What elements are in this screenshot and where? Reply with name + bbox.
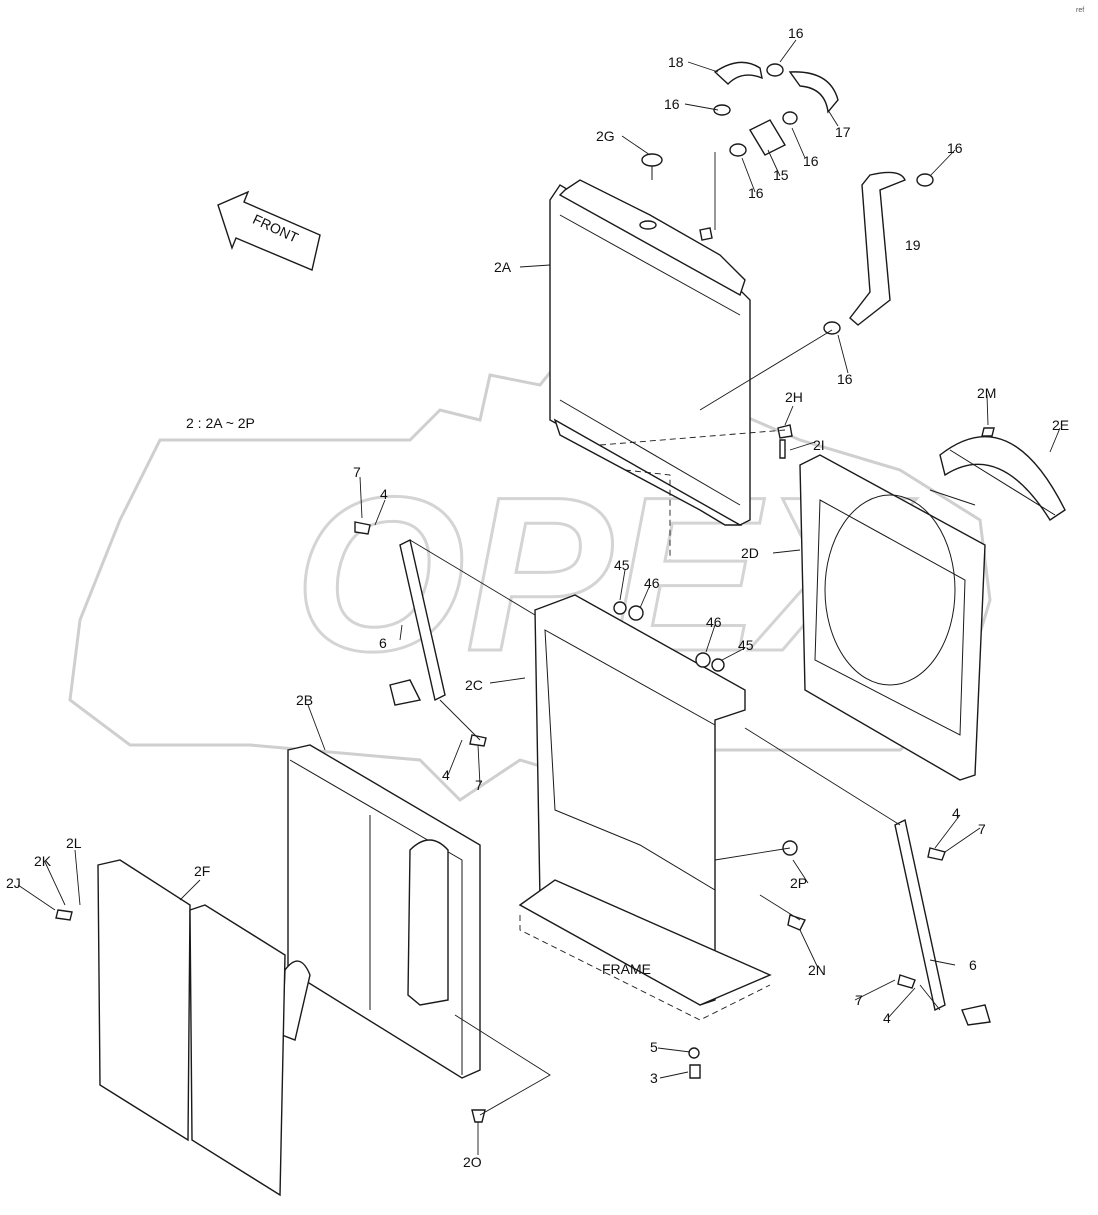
clamp-16c	[782, 111, 798, 125]
hose-18	[713, 61, 763, 85]
label-16c: 16	[803, 153, 819, 169]
bolt-7b	[469, 734, 487, 747]
nut-46b	[695, 652, 711, 668]
hose-17	[788, 71, 839, 114]
bolt-2J	[55, 909, 73, 921]
bolt-2N	[787, 914, 806, 931]
washer-5	[688, 1047, 700, 1059]
front-arrow: FRONT	[217, 190, 321, 271]
label-2O: 2O	[463, 1154, 482, 1170]
label-2K: 2K	[34, 853, 52, 869]
hoses	[713, 61, 934, 335]
label-7c: 7	[978, 821, 986, 837]
label-4d: 4	[883, 1010, 891, 1026]
oil-cooler-2B	[281, 744, 481, 1079]
label-16e: 16	[947, 140, 963, 156]
label-45a: 45	[614, 557, 630, 573]
label-2C: 2C	[465, 677, 483, 693]
label-4a: 4	[380, 486, 388, 502]
fan-shroud-2D	[799, 454, 986, 781]
clamp-16e	[916, 173, 934, 187]
washer-45a	[613, 601, 627, 615]
label-18: 18	[668, 54, 684, 70]
label-17: 17	[835, 124, 851, 140]
leader-lines	[17, 39, 1061, 1155]
clamp-16b	[713, 104, 731, 116]
bolt-7c	[927, 847, 946, 861]
stay-rods-6	[389, 538, 991, 1026]
hose-15	[749, 119, 786, 156]
label-2P: 2P	[790, 875, 807, 891]
label-16d: 16	[748, 185, 764, 201]
label-3: 3	[650, 1070, 658, 1086]
label-2B: 2B	[296, 692, 313, 708]
label-5: 5	[650, 1039, 658, 1055]
bolt-7a	[354, 521, 371, 535]
label-2N: 2N	[808, 962, 826, 978]
label-15: 15	[773, 167, 789, 183]
fasteners	[55, 424, 995, 1123]
support-frame-2C	[518, 594, 772, 1021]
radiator-cap-2G	[641, 153, 663, 180]
clamp-16a	[766, 63, 784, 77]
label-2A: 2A	[494, 259, 512, 275]
label-2I: 2I	[813, 437, 825, 453]
label-46b: 46	[706, 614, 722, 630]
nut-46a	[628, 605, 644, 621]
bolt-2M	[981, 427, 995, 437]
label-2J: 2J	[6, 875, 21, 891]
label-6b: 6	[969, 957, 977, 973]
label-16f: 16	[837, 371, 853, 387]
label-2E: 2E	[1052, 417, 1069, 433]
label-2M: 2M	[977, 385, 996, 401]
label-4b: 4	[442, 767, 450, 783]
label-2G: 2G	[596, 128, 615, 144]
stay-rod-lower	[894, 818, 946, 1012]
pin-2I	[779, 439, 786, 459]
bolt-3	[689, 1064, 701, 1079]
bolt-2O	[471, 1109, 486, 1123]
label-6a: 6	[379, 635, 387, 651]
frame-label: FRAME	[602, 961, 651, 977]
label-7d: 7	[855, 992, 863, 1008]
label-2H: 2H	[785, 389, 803, 405]
label-2L: 2L	[66, 835, 82, 851]
clamp-16d	[729, 143, 747, 157]
bolt-7d	[897, 974, 916, 989]
corner-mark: ref	[1076, 7, 1084, 14]
washer-45b	[711, 658, 725, 672]
label-16b: 16	[664, 96, 680, 112]
clip-2H	[777, 424, 793, 439]
label-45b: 45	[738, 637, 754, 653]
label-7a: 7	[353, 464, 361, 480]
screens-2F	[97, 859, 286, 1197]
label-46a: 46	[644, 575, 660, 591]
clamp-16f	[823, 321, 841, 335]
label-19: 19	[905, 237, 921, 253]
label-7b: 7	[475, 777, 483, 793]
group-note: 2 : 2A ~ 2P	[186, 415, 255, 431]
label-16a: 16	[788, 25, 804, 41]
label-2D: 2D	[741, 545, 759, 561]
label-2F: 2F	[194, 863, 210, 879]
part-labels: 18 16 16 17 16 15 16 16 2G 19 2A 16 2H 2…	[6, 25, 1069, 1170]
hose-19	[849, 171, 906, 326]
fan-guard-2E	[929, 436, 1066, 521]
label-4c: 4	[952, 805, 960, 821]
stay-rod-upper	[399, 538, 446, 702]
